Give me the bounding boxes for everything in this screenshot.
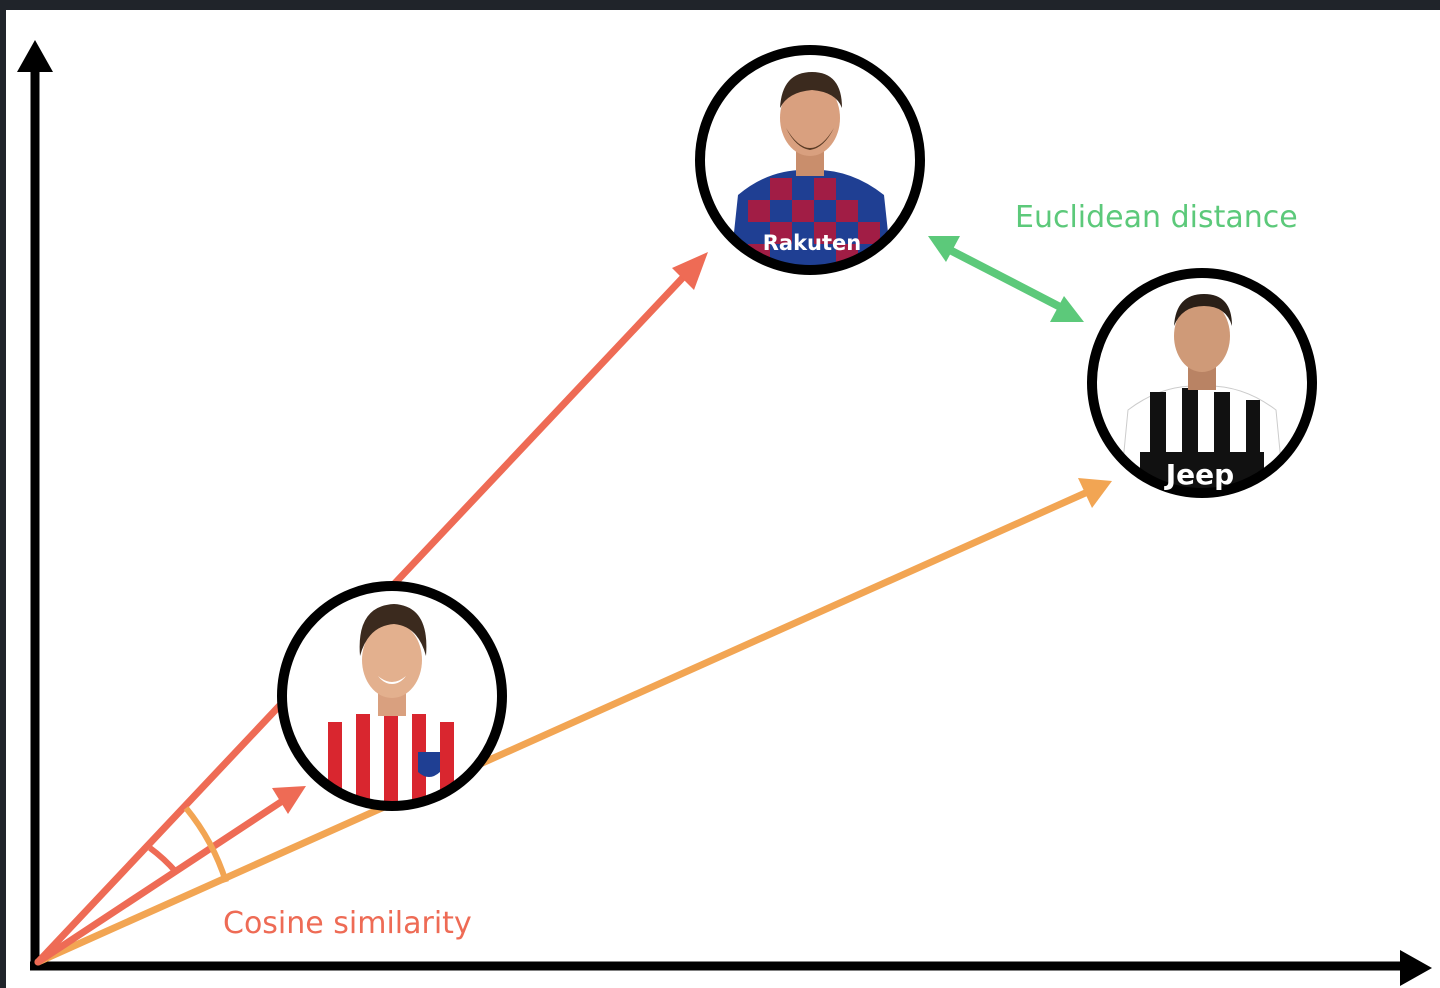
cosine-similarity-label: Cosine similarity — [223, 906, 472, 941]
vector-to-lower-player-arrow-icon — [272, 786, 306, 814]
lower-player-avatar — [277, 581, 507, 811]
euclidean-distance-label: Euclidean distance — [1015, 200, 1298, 235]
right-player-jersey-sponsor: Jeep — [1164, 458, 1234, 491]
y-axis-arrow-icon — [17, 40, 53, 72]
vector-to-top-player-arrow-icon — [672, 252, 708, 290]
euclidean-double-arrow-icon — [928, 236, 1084, 322]
vector-to-right-player-arrow-icon — [1078, 478, 1112, 508]
vector-to-right-player — [34, 486, 1096, 966]
top-player-avatar — [695, 45, 925, 275]
axes — [17, 40, 1432, 986]
angle-arc-icon — [148, 806, 229, 883]
top-player-jersey-sponsor: Rakuten — [763, 231, 862, 255]
x-axis-arrow-icon — [1400, 950, 1432, 986]
vectors — [34, 252, 1112, 966]
vector-to-lower-player — [34, 792, 294, 966]
right-player-avatar — [1087, 268, 1317, 498]
